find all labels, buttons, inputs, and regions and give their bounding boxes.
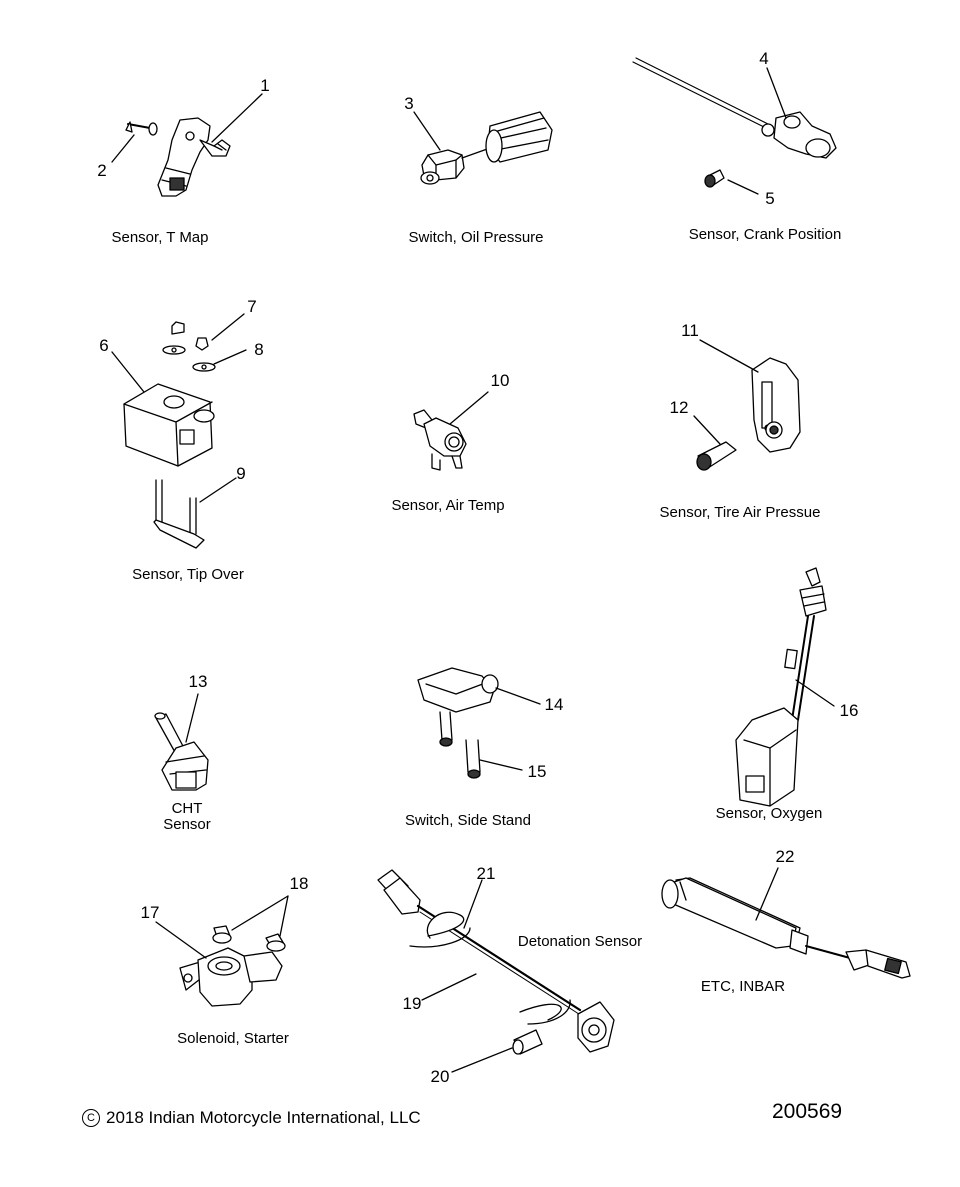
callout-21: 21 — [476, 864, 496, 883]
detonation-sensor-drawing — [377, 869, 615, 1073]
tire-pressure-sensor-drawing — [693, 339, 801, 471]
side-stand-switch-drawing — [417, 667, 541, 779]
oil-pressure-switch-drawing — [413, 111, 553, 185]
callout-16: 16 — [839, 701, 859, 720]
callout-19: 19 — [402, 994, 422, 1013]
callout-15: 15 — [527, 762, 547, 781]
label-solenoid-starter: Solenoid, Starter — [177, 1030, 289, 1047]
label-sensor-crank-position: Sensor, Crank Position — [688, 226, 842, 243]
copyright-icon: C — [82, 1109, 100, 1127]
callout-17: 17 — [140, 903, 160, 922]
crank-sensor-drawing — [632, 57, 837, 195]
callout-5: 5 — [765, 189, 775, 208]
label-sensor-oxygen: Sensor, Oxygen — [715, 805, 823, 822]
callout-6: 6 — [99, 336, 109, 355]
label-switch-side-stand: Switch, Side Stand — [405, 812, 531, 829]
label-cht: CHT — [171, 800, 203, 817]
label-detonation-sensor: Detonation Sensor — [517, 933, 643, 950]
callout-22: 22 — [775, 847, 795, 866]
callout-13: 13 — [188, 672, 208, 691]
callout-3: 3 — [404, 94, 414, 113]
etc-inbar-drawing — [661, 867, 911, 979]
label-sensor-t-map: Sensor, T Map — [111, 229, 209, 246]
tmap-sensor-drawing — [111, 93, 263, 197]
label-etc-inbar: ETC, INBAR — [700, 978, 786, 995]
oxygen-sensor-drawing — [735, 567, 835, 807]
label-sensor-air-temp: Sensor, Air Temp — [391, 497, 505, 514]
callout-10: 10 — [490, 371, 510, 390]
label-sensor-tire-air-pressure: Sensor, Tire Air Pressue — [659, 504, 821, 521]
callout-12: 12 — [669, 398, 689, 417]
callout-1: 1 — [260, 76, 270, 95]
document-number: 200569 — [772, 1100, 843, 1123]
label-cht-sensor: Sensor — [163, 816, 211, 833]
callout-11: 11 — [681, 321, 699, 340]
label-switch-oil-pressure: Switch, Oil Pressure — [408, 229, 544, 246]
tipover-sensor-drawing — [111, 313, 247, 549]
callout-20: 20 — [430, 1067, 450, 1086]
callout-2: 2 — [97, 161, 107, 180]
callout-14: 14 — [544, 695, 564, 714]
callout-4: 4 — [759, 49, 769, 68]
copyright-notice: C 2018 Indian Motorcycle International, L… — [82, 1108, 421, 1128]
callout-7: 7 — [247, 297, 257, 316]
label-sensor-tip-over: Sensor, Tip Over — [132, 566, 244, 583]
callout-9: 9 — [236, 464, 246, 483]
callout-18: 18 — [289, 874, 309, 893]
copyright-text: 2018 Indian Motorcycle International, LL… — [106, 1108, 421, 1127]
cht-sensor-drawing — [154, 693, 209, 791]
air-temp-sensor-drawing — [413, 391, 489, 471]
callout-8: 8 — [254, 340, 264, 359]
starter-solenoid-drawing — [155, 895, 289, 1007]
